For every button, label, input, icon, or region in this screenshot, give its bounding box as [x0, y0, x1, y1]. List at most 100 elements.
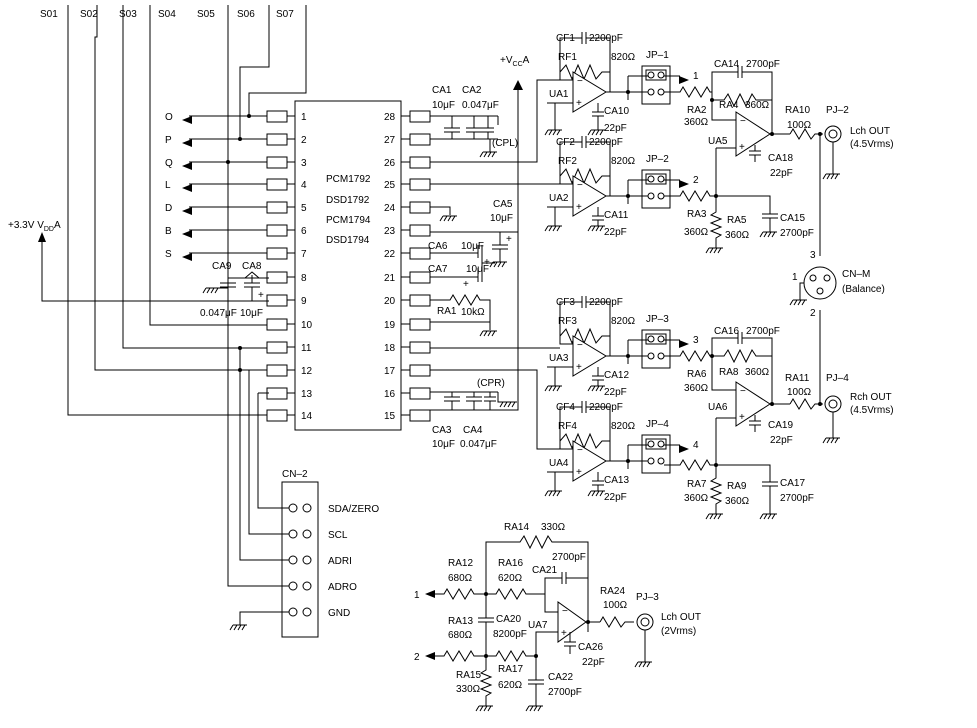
res-value: 820Ω [611, 52, 636, 63]
pin-number: 20 [384, 296, 396, 307]
res-label: RF3 [558, 316, 577, 327]
cap-label: CA6 [428, 241, 448, 252]
pin-number: 28 [384, 112, 396, 123]
pin-number: 25 [384, 180, 396, 191]
pin-number: 14 [301, 411, 313, 422]
ca1-ca2-group: CA1 CA2 10μF 0.047μF (CPL) [430, 85, 518, 158]
iv-stage-3: CF3 2200pF RF3 820Ω − + UA3 CA12 22pF JP… [544, 296, 699, 398]
jack-label: PJ–4 [826, 373, 849, 384]
svg-text:−: − [577, 76, 583, 87]
top-label: S03 [119, 9, 137, 20]
cap-value: 2700pF [746, 59, 780, 70]
cap-value: 0.047μF [462, 100, 499, 111]
pin-number: 6 [301, 226, 307, 237]
res-label: RA11 [785, 373, 810, 384]
ra1-group: RA1 10kΩ [430, 294, 498, 337]
chip-left-pins: 1 2 3 4 5 6 7 8 9 10 11 12 13 14 [266, 110, 313, 422]
svg-text:+: + [576, 98, 582, 109]
res-label: RA7 [687, 479, 707, 490]
cap-label: CA17 [780, 478, 805, 489]
pin-number: 21 [384, 273, 396, 284]
jack-label: PJ–3 [636, 592, 659, 603]
res-value: 330Ω [456, 684, 481, 695]
cap-label: CA14 [714, 59, 739, 70]
svg-text:−: − [577, 340, 583, 351]
svg-text:+: + [576, 362, 582, 373]
res-label: RA2 [687, 105, 707, 116]
pin-number: 26 [384, 158, 396, 169]
diff-stage-1: CA14 2700pF RA4 360Ω RA2 360Ω − + UA5 CA… [664, 59, 894, 256]
res-value: 360Ω [684, 117, 709, 128]
cap-value: 8200pF [493, 629, 527, 640]
cap-value: 10μF [240, 308, 263, 319]
res-label: RA12 [448, 558, 473, 569]
res-value: 100Ω [787, 120, 812, 131]
svg-text:+: + [463, 279, 469, 290]
res-value: 620Ω [498, 573, 523, 584]
cap-label: CA1 [432, 85, 452, 96]
svg-text:−: − [740, 386, 746, 397]
chip-name: DSD1792 [326, 195, 370, 206]
cnm-desc: (Balance) [842, 284, 885, 295]
res-value: 820Ω [611, 156, 636, 167]
cap-label: CA8 [242, 261, 262, 272]
res-value: 100Ω [787, 387, 812, 398]
cap-label: CA2 [462, 85, 482, 96]
svg-text:+: + [739, 142, 745, 153]
res-label: RF2 [558, 156, 577, 167]
svg-text:+: + [484, 257, 490, 268]
top-label: S04 [158, 9, 176, 20]
signal-label: L [165, 180, 171, 191]
output-label: Lch OUT [661, 612, 701, 623]
pin-number: 23 [384, 226, 396, 237]
opamp-label: UA3 [549, 353, 569, 364]
res-label: RA9 [727, 481, 747, 492]
ca3-ca4-group: (CPR) CA3 CA4 10μF 0.047μF [430, 378, 518, 450]
iv-stage-4: CF4 2200pF RF4 820Ω − + UA4 CA13 22pF JP… [544, 401, 699, 503]
res-label: RA24 [600, 586, 625, 597]
top-label: S02 [80, 9, 98, 20]
signal-label: D [165, 203, 172, 214]
cap-value: 22pF [604, 123, 627, 134]
res-label: RA5 [727, 215, 747, 226]
top-label: S01 [40, 9, 58, 20]
svg-text:−: − [577, 180, 583, 191]
pin-number: 19 [384, 320, 396, 331]
cn2-pin: SCL [328, 530, 348, 541]
res-label: RA4 [719, 100, 739, 111]
cap-value: 10μF [432, 100, 455, 111]
dac-chip: PCM1792 DSD1792 PCM1794 DSD1794 [294, 100, 402, 431]
res-value: 360Ω [725, 496, 750, 507]
opamp-label: UA2 [549, 193, 569, 204]
cn2-title: CN–2 [282, 469, 308, 480]
cap-value: 22pF [604, 227, 627, 238]
pin-number: 12 [301, 366, 313, 377]
cnm-pin: 3 [810, 250, 816, 261]
pin-number: 8 [301, 273, 307, 284]
top-label: S06 [237, 9, 255, 20]
pin-number: 18 [384, 343, 396, 354]
cap-value: 10μF [432, 439, 455, 450]
res-label: RA1 [437, 306, 457, 317]
chip-name: DSD1794 [326, 235, 370, 246]
res-value: 360Ω [725, 230, 750, 241]
cap-value: 22pF [770, 435, 793, 446]
cap-value: 2700pF [548, 687, 582, 698]
opamp-label: UA4 [549, 458, 569, 469]
mono-input: 2 [414, 652, 420, 663]
opamp-label: UA7 [528, 620, 548, 631]
cap-label: CA16 [714, 326, 739, 337]
res-label: RA10 [785, 105, 810, 116]
pin-number: 15 [384, 411, 396, 422]
vdd-supply: +3.3V VDDA [8, 220, 269, 302]
vcc-label: +VCCA [500, 55, 530, 68]
res-label: RA14 [504, 522, 529, 533]
mono-input: 1 [414, 590, 420, 601]
iv-stage-1: CF1 2200pF RF1 820Ω − + UA1 CA10 22pF JP… [544, 32, 699, 136]
cap-label: CA26 [578, 642, 603, 653]
cap-value: 10μF [461, 241, 484, 252]
output-label: Rch OUT [850, 392, 892, 403]
cap-label: CA12 [604, 370, 629, 381]
jumper-output: 4 [693, 440, 699, 451]
